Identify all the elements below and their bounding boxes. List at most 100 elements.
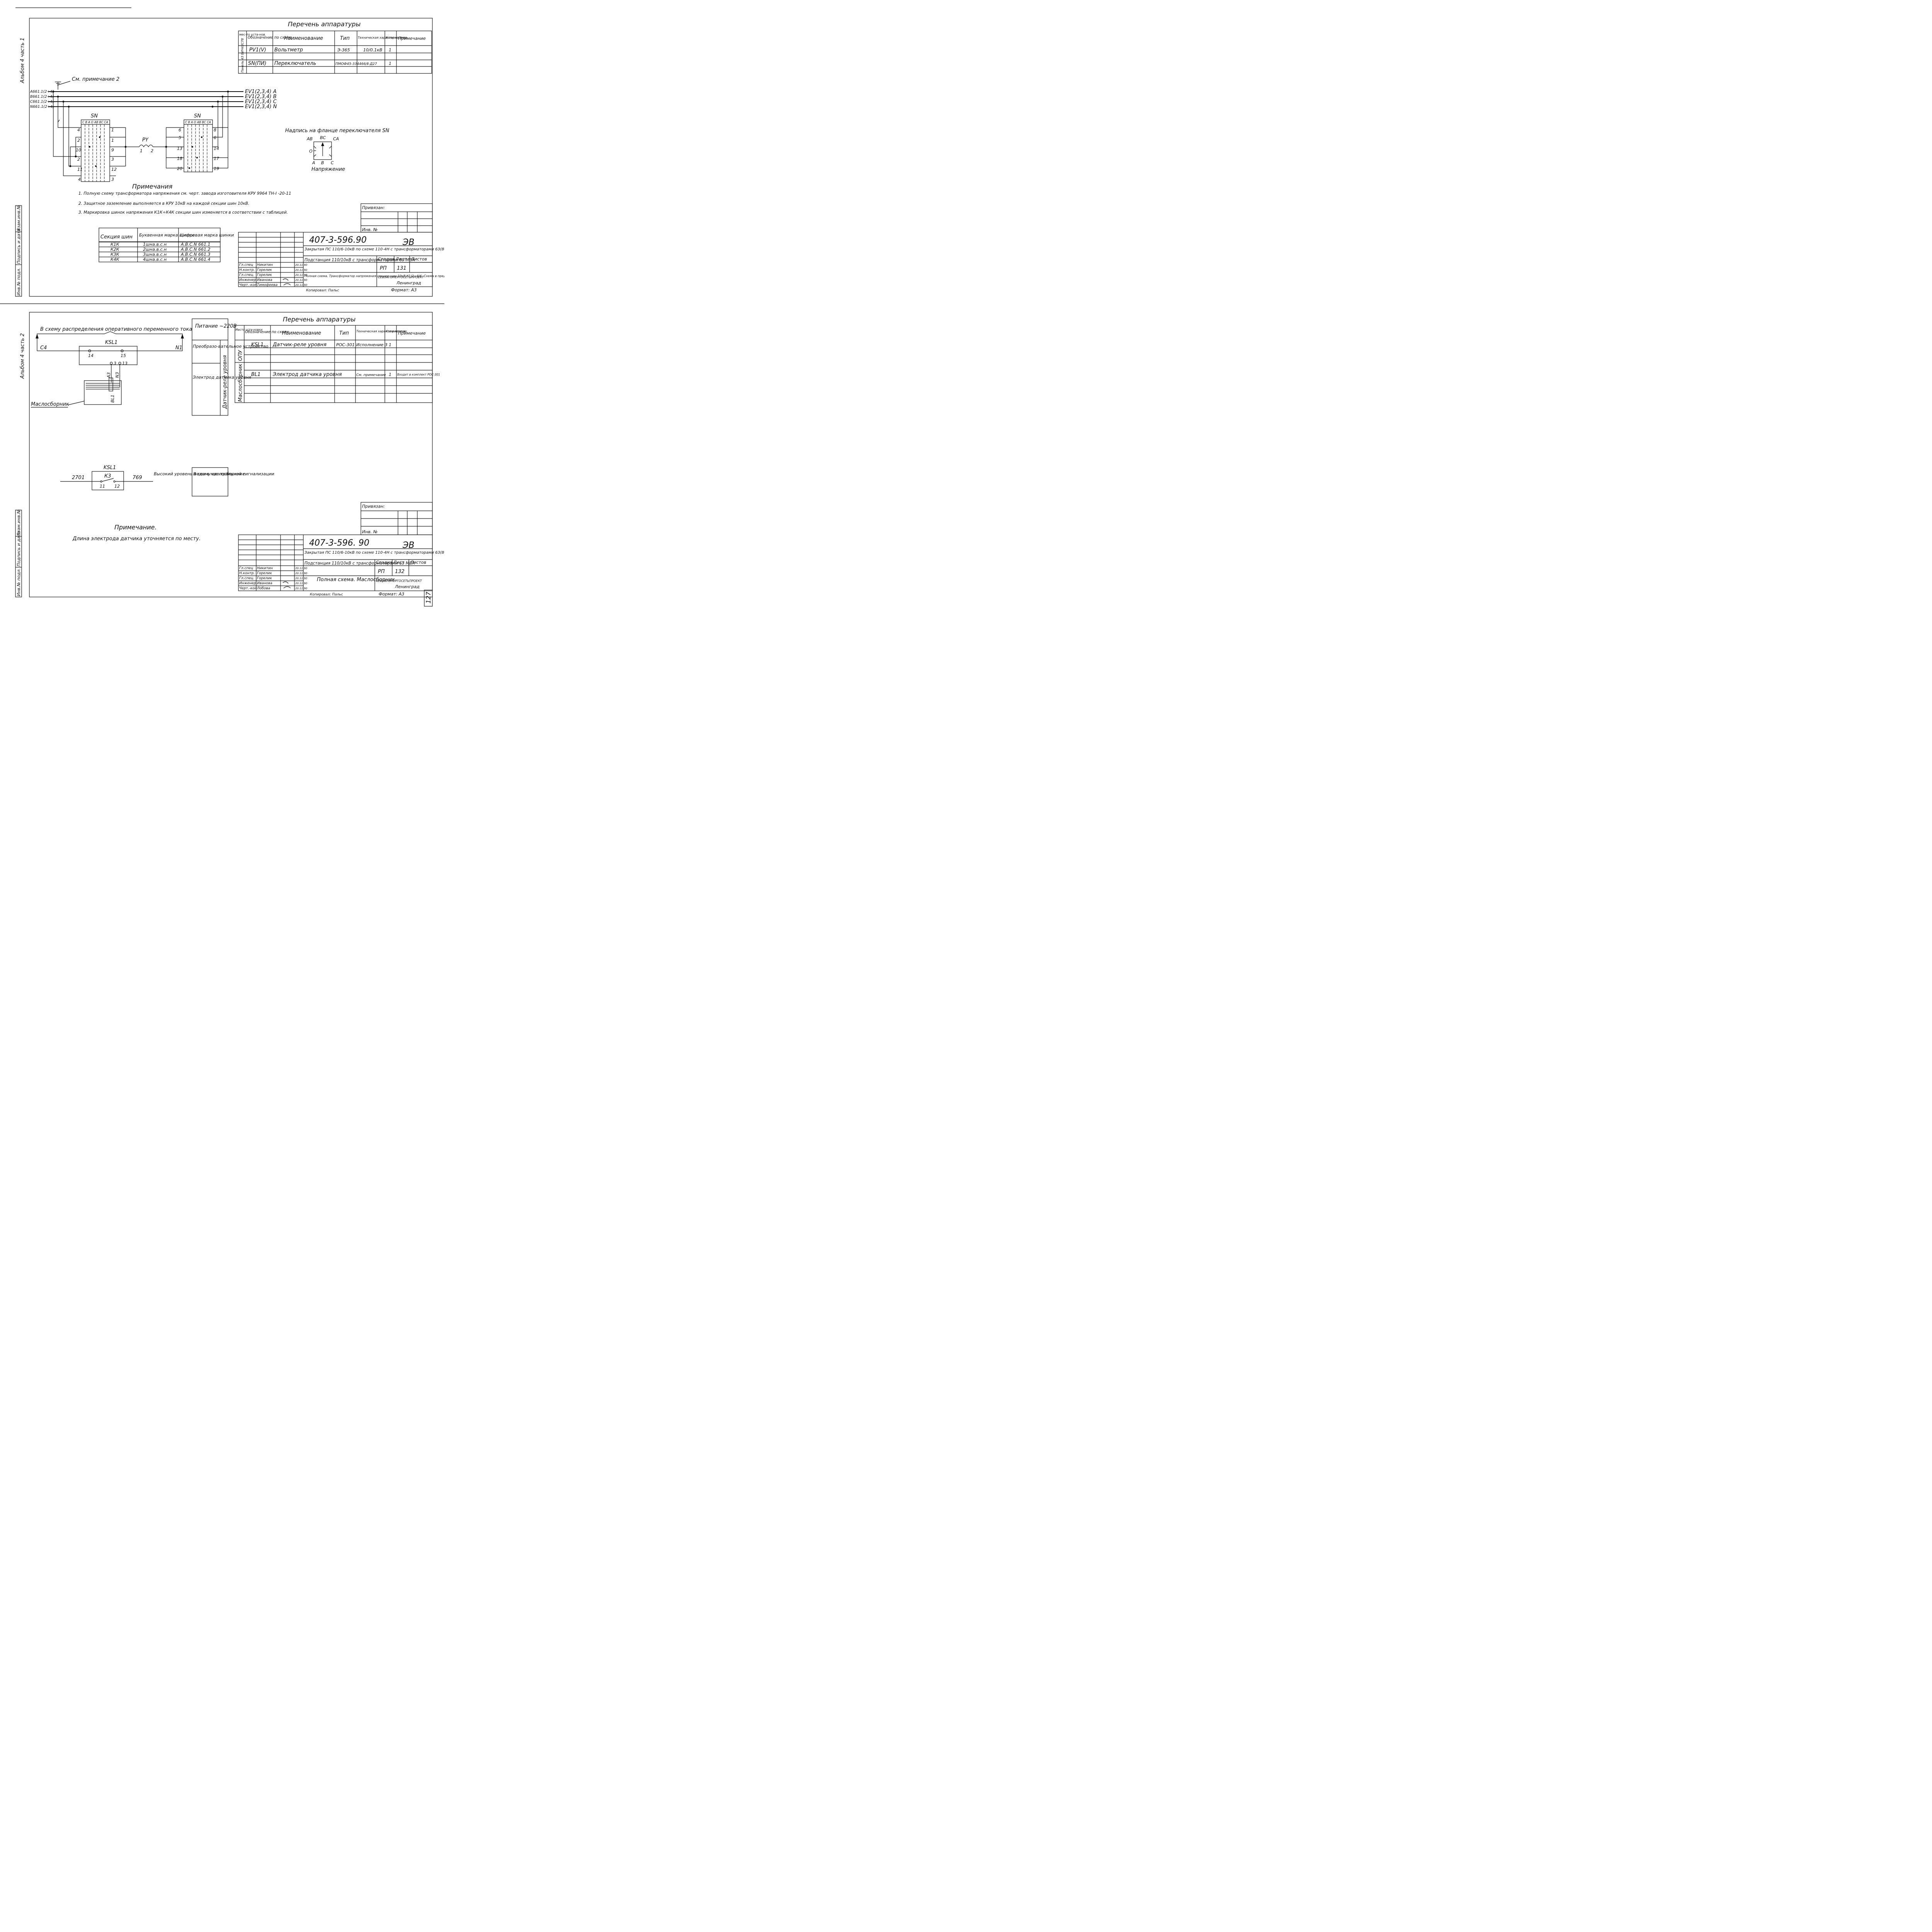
s2-hdr-qty: Коли-чест-во xyxy=(386,330,407,333)
mt-r0c0: К1К xyxy=(111,242,120,247)
stage-value: РП xyxy=(380,265,387,271)
power-title: Питание ~220В xyxy=(195,323,237,329)
group-panel: Панель 43 БИЧ43С78 xyxy=(241,38,244,73)
side-stamp-inv-orig: Инв.№ подл. xyxy=(16,268,21,296)
sw-l-out-2: 9 xyxy=(111,148,114,153)
s2-format-label: Формат: А3 xyxy=(379,592,404,597)
s2-role-2: Гл.спец. xyxy=(239,577,254,580)
binding-label: Привязан: xyxy=(362,205,385,210)
flange-caption: Напряжение xyxy=(311,167,345,172)
row1-qty: 1 xyxy=(389,48,391,53)
s2-role-1: Н.контр. xyxy=(239,571,255,575)
s2-date-3: 20.11.90 xyxy=(295,582,308,585)
s2-stage-value: РП xyxy=(378,569,385,575)
notes-title: Примечания xyxy=(132,183,173,190)
tank-label: Маслосборник xyxy=(31,401,69,407)
s2-row1-qty: 1 xyxy=(389,342,391,347)
person-1: Горелик xyxy=(257,268,272,272)
s2-date-2: 20.11.90 xyxy=(295,577,308,580)
sheet-title: Полная схема. Трансформатор напряжения с… xyxy=(304,274,444,278)
row1-type: Э-365 xyxy=(337,48,350,53)
copied-by: Копировал: Пальс xyxy=(306,289,339,293)
project-name: Закрытая ПС 110/6-10кВ по схеме 110-4Н с… xyxy=(304,247,444,252)
sheet2-notes: Примечание. Длина электрода датчика уточ… xyxy=(72,524,201,542)
s2-row2-note: Входит в комплект РОС-301 xyxy=(397,373,440,376)
sw-l-in-3: 2 xyxy=(77,157,80,162)
sig-pin-a: 11 xyxy=(100,484,105,489)
s2-city-name: Ленинград xyxy=(395,584,420,589)
flange-a: A xyxy=(312,160,315,165)
ac-title: В схему распределения оперативного перем… xyxy=(40,327,192,332)
pin-14: 14 xyxy=(88,353,94,358)
mt-r2c2: А.В.С.N 661.3 xyxy=(180,252,210,257)
mt-r3c0: К4К xyxy=(111,257,120,262)
coil-py: PY 1 2 xyxy=(139,137,166,153)
coil-pin2: 2 xyxy=(151,148,153,153)
switch-sn-right: SN C B A O AB BC CA 6 5 13 18 20 8 6 14 … xyxy=(165,92,228,172)
sheet2-equipment-table: Перечень аппаратуры Место уста-новки Обо… xyxy=(235,316,440,403)
sheet1-title-block: 407-3-596.90 ЭВ Закрытая ПС 110/6-10кВ п… xyxy=(238,232,444,293)
s2-group-tank: Маслосборник xyxy=(238,364,243,402)
s2-row2-qty: 1 xyxy=(389,372,391,377)
city-name: Ленинград xyxy=(396,281,421,286)
sw-l-in-2: 10 xyxy=(76,148,81,153)
format-label: Формат: А3 xyxy=(391,287,417,293)
s2-role-0: Гл.спец xyxy=(239,566,253,570)
pin-3: 3 xyxy=(114,361,116,366)
role-4: Черт.-кон. xyxy=(239,283,258,287)
role-1: Н.контр. xyxy=(239,268,255,272)
row2-qty: 1 xyxy=(389,61,391,66)
flange-ab: AB xyxy=(306,136,313,141)
s2-signature-marks xyxy=(282,581,291,588)
s2-hdr-spec: Техническая характе-ристика xyxy=(356,330,405,333)
sw-r-in-0: 6 xyxy=(179,128,181,133)
sheet1-notes: Примечания 1. Полную схему трансформатор… xyxy=(78,183,291,215)
object-name: Подстанция 110/10кВ с трансформаторами 6… xyxy=(304,258,415,262)
sig-relay: KSL1 xyxy=(104,465,116,471)
power-side: Датчик-реле уровня xyxy=(222,355,228,409)
switch-sn-left: SN C B A O AB BC CA 4 2 10 2 11 4 1 1 9 … xyxy=(53,92,139,182)
hdr-code: Обозначение по схеме xyxy=(248,36,292,40)
row2-name: Переключатель xyxy=(274,61,316,66)
person-2: Горелик xyxy=(257,273,272,277)
hdr-note: Примечание xyxy=(398,36,426,41)
coil-pin1: 1 xyxy=(140,148,143,153)
flange-ca: CA xyxy=(333,136,339,141)
hdr-spec: Техническая характерис-тика xyxy=(358,36,407,39)
s2-row2-name: Электрод датчика уровня xyxy=(272,372,342,378)
sw-r-out-3: 17 xyxy=(214,156,219,161)
switch-left-header: C B A O AB BC CA xyxy=(82,121,108,124)
sig-dest: В схему центральной сигнализации xyxy=(193,471,274,476)
side-stamp-replace: Взам.инв.№ xyxy=(16,205,21,231)
s2-stage-header: Стадия xyxy=(376,560,393,565)
ground-note: См. примечание 2 xyxy=(72,77,119,82)
org-name: СЕВЗАПЭНЕРГОСЕТЬПРОЕКТ xyxy=(378,276,424,279)
s2-sheets-header: Листов xyxy=(410,560,426,565)
s2-sheet-value: 132 xyxy=(395,569,405,575)
n1-label: N1 xyxy=(175,345,182,351)
date-2: 20.11.90 xyxy=(295,274,308,277)
hdr-place: мес-то уста-нов. xyxy=(239,33,266,36)
row1-spec: 10/0.1кВ xyxy=(363,48,382,53)
mt-h2: Цифровая марка шинки xyxy=(180,233,234,238)
s2-side-inv-orig: Инв.№ подл. xyxy=(16,568,21,596)
sheet1-side-label: Альбом 4 часть 1 xyxy=(20,37,26,83)
c4-label: С4 xyxy=(40,345,47,351)
sheet-header: Лист xyxy=(395,257,406,262)
flange-b: B xyxy=(321,160,324,165)
sw-l-in-0: 4 xyxy=(77,128,80,133)
person-4: Тимофеева xyxy=(257,283,277,287)
sw-r-out-2: 14 xyxy=(214,146,219,151)
s2-side-sign-date: Подпись и дата xyxy=(16,531,21,566)
s2-date-0: 20.11.90 xyxy=(295,567,308,570)
hdr-name: Наименование xyxy=(284,36,323,41)
mt-r1c0: К2К xyxy=(111,247,120,252)
coil-label: PY xyxy=(142,137,149,143)
flange-o: O xyxy=(309,149,313,154)
bus-c-label: С661.1(2÷4) xyxy=(30,100,54,104)
s2-role-4: Черт.-кон. xyxy=(239,587,258,590)
sheets-header: Листов xyxy=(411,257,427,262)
s2-doc-mark: ЭВ xyxy=(402,541,414,550)
role-2: Гл.спец. xyxy=(239,273,254,277)
sheet2-frame xyxy=(29,312,433,597)
